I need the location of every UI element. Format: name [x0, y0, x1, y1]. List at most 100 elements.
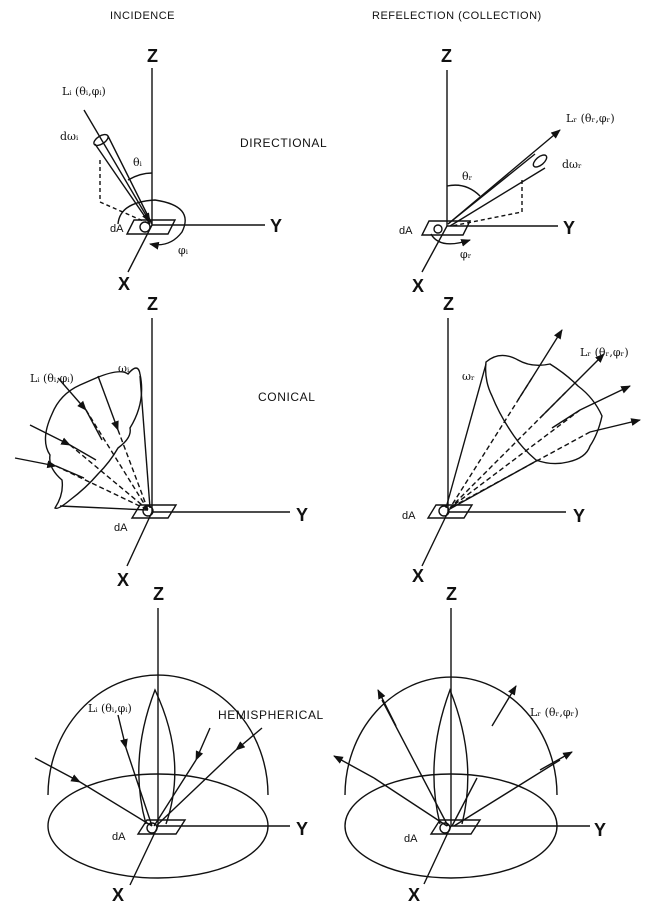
incident-ray-3 [195, 727, 211, 761]
surface-element [136, 819, 187, 835]
incident-radiance-label: Lᵢ (θᵢ,φᵢ) [30, 372, 74, 385]
inner-rays [373, 699, 561, 827]
incident-ray-1 [34, 757, 81, 783]
surface-disk [438, 505, 450, 517]
area-label: dA [114, 522, 128, 534]
solid-angle-label: dωᵣ [562, 158, 582, 171]
hemispherical-reflection-panel [333, 608, 590, 885]
incident-ray-1 [57, 377, 87, 411]
surface-disk [146, 822, 158, 834]
conical-incidence-panel [14, 318, 290, 567]
reflected-ray-2 [377, 689, 397, 727]
cone-cap [93, 133, 109, 147]
hemispherical-incidence-panel [34, 608, 290, 886]
cone-outline [44, 367, 143, 510]
incident-ray-3 [14, 457, 57, 469]
projection-dashes [99, 160, 151, 225]
reflected-radiance-label: Lᵣ (θᵣ,φᵣ) [566, 112, 615, 125]
ray-segment [539, 391, 567, 419]
phi-label: φᵢ [178, 244, 189, 257]
directional-reflection-panel [420, 70, 561, 273]
phi-arc [117, 199, 186, 250]
projection-dashes [451, 180, 523, 227]
cone-cap [532, 154, 548, 168]
cone-edge-left [94, 143, 151, 225]
cone-outline [484, 354, 603, 465]
surface-element [426, 504, 474, 519]
y-axis-label: Y [573, 506, 585, 526]
y-axis-label: Y [296, 819, 308, 839]
theta-arc [127, 172, 153, 181]
solid-angle-label: ωᵣ [462, 370, 475, 383]
area-label: dA [110, 223, 124, 235]
area-label: dA [402, 510, 416, 522]
surface-element [429, 819, 482, 835]
directional-incidence-panel [83, 68, 265, 273]
cone-boundary [59, 505, 149, 511]
interior-rays [449, 377, 591, 509]
theta-arc [446, 184, 481, 197]
x-axis-label: X [412, 566, 424, 586]
incident-ray [83, 109, 151, 223]
y-axis-label: Y [594, 820, 606, 840]
z-axis-label: Z [147, 46, 158, 66]
surface-disk [439, 822, 451, 834]
ray-segment [551, 409, 581, 429]
x-axis [126, 511, 153, 567]
z-axis-label: Z [147, 294, 158, 314]
z-axis-label: Z [153, 584, 164, 604]
x-axis-label: X [117, 570, 129, 590]
phi-arc [430, 233, 471, 247]
reflected-ray-4 [589, 418, 641, 433]
reflected-ray-1 [333, 755, 375, 779]
reflection-header: REFELECTION (COLLECTION) [372, 10, 542, 22]
y-axis-label: Y [563, 218, 575, 238]
x-axis-label: X [118, 274, 130, 294]
solid-angle-label: ωᵢ [118, 362, 130, 375]
y-axis-label: Y [296, 505, 308, 525]
interior-rays [55, 409, 149, 511]
x-axis [421, 511, 449, 567]
incident-radiance-label: Lᵢ (θᵢ,φᵢ) [88, 702, 132, 715]
theta-label: θᵣ [462, 170, 473, 183]
cone-boundary [139, 375, 151, 509]
meridian-arc [433, 688, 469, 825]
incident-ray-4 [235, 727, 263, 751]
surface-element [130, 504, 178, 519]
ray-segment [85, 409, 103, 441]
cone-edge-upper [447, 153, 536, 225]
x-axis-label: X [408, 885, 420, 905]
incident-ray-4 [97, 375, 119, 431]
solid-angle-label: dωᵢ [60, 130, 79, 143]
conical-reflection-panel [421, 318, 641, 567]
incident-radiance-label: Lᵢ (θᵢ,φᵢ) [62, 85, 106, 98]
ray-segment [55, 465, 85, 479]
theta-label: θᵢ [133, 156, 143, 169]
row-label-directional: DIRECTIONAL [240, 136, 328, 150]
x-axis-label: X [112, 885, 124, 905]
y-axis-label: Y [270, 216, 282, 236]
reflected-ray-3 [579, 385, 631, 411]
surface-element [420, 220, 472, 236]
z-axis-label: Z [446, 584, 457, 604]
cone-edge-right [107, 135, 153, 225]
x-axis [421, 225, 448, 273]
cone-edge-lower [449, 167, 546, 227]
surface-element [125, 219, 177, 235]
reflected-ray-3 [491, 685, 517, 727]
x-axis-label: X [412, 276, 424, 296]
phi-label: φᵣ [460, 248, 472, 261]
cone-boundary [445, 363, 487, 509]
area-label: dA [399, 225, 413, 237]
incidence-header: INCIDENCE [110, 10, 176, 22]
reflected-ray-4 [539, 751, 573, 771]
area-label: dA [112, 831, 126, 843]
incident-ray-2 [117, 714, 128, 749]
x-axis [127, 224, 153, 273]
reflected-ray-2 [565, 353, 605, 393]
z-axis-label: Z [441, 46, 452, 66]
ray-segment [69, 444, 97, 461]
surface-disk [433, 224, 443, 234]
z-axis-label: Z [443, 294, 454, 314]
